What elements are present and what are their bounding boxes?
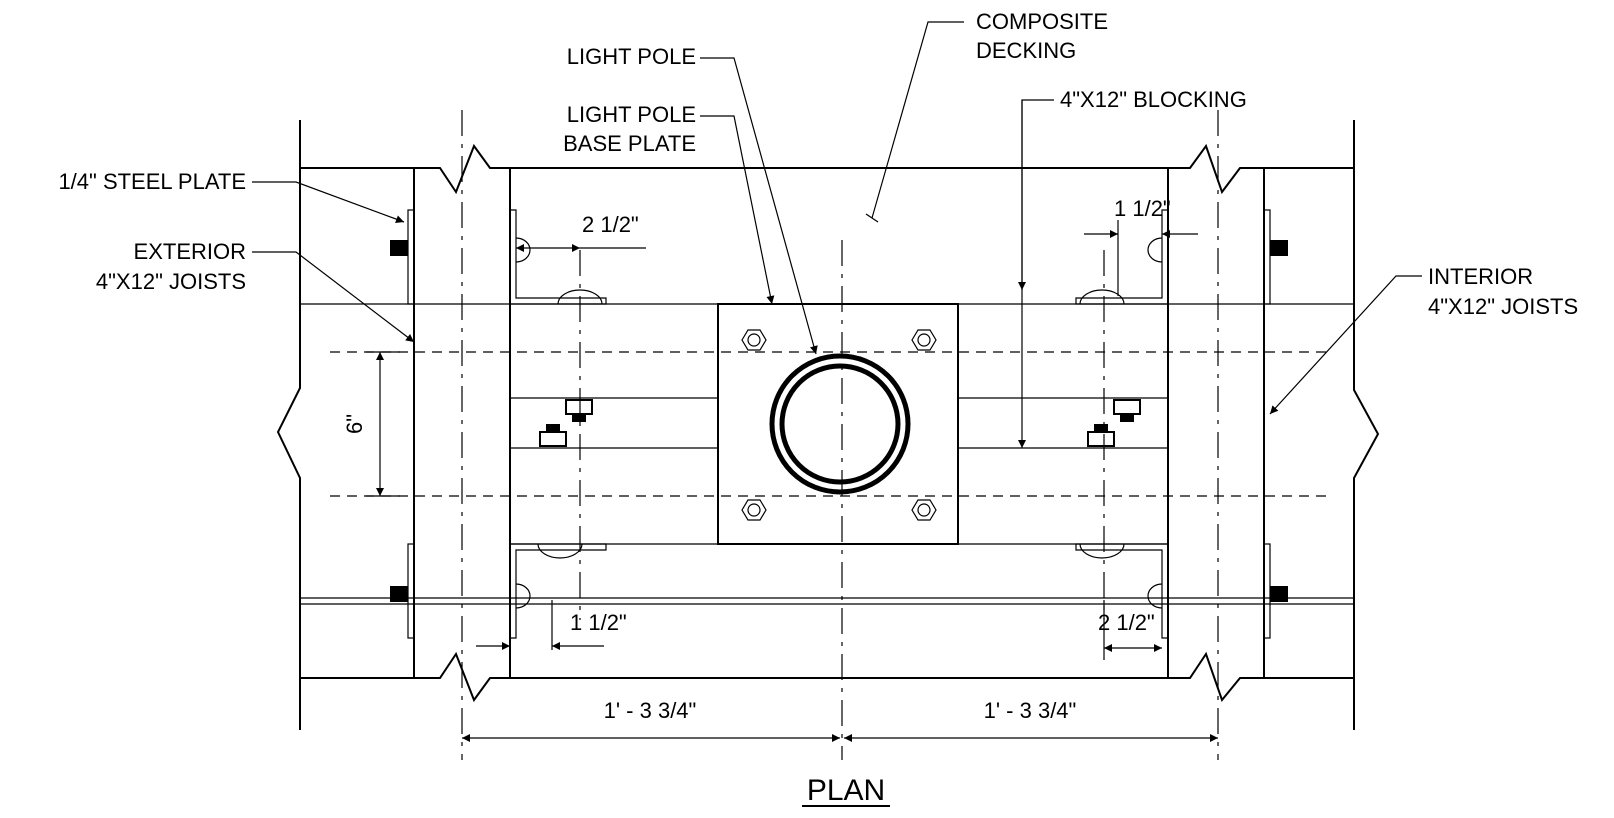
break-line-left [276,120,301,730]
composite-decking-label: COMPOSITE [976,9,1108,34]
dim-blocking-depth: 6" [342,414,367,434]
steel-plates [390,209,1288,639]
exterior-joists-label: EXTERIOR [134,239,246,264]
bottom-beam-line [300,651,1354,703]
anchor-bolt-icon [741,329,937,521]
interior-joists-label-2: 4"X12" JOISTS [1428,294,1578,319]
interior-joist-right [1167,168,1265,678]
dim-bottom-right: 2 1/2" [1098,610,1155,635]
break-line-right [1353,120,1380,730]
interior-joists-label: INTERIOR [1428,264,1533,289]
dim-top-right: 1 1/2" [1114,196,1171,221]
framing-lines [300,303,1354,605]
light-pole-label: LIGHT POLE [567,44,696,69]
light-pole [769,353,911,495]
base-plate [717,303,959,545]
base-plate-label: LIGHT POLE [567,102,696,127]
exterior-joists-label-2: 4"X12" JOISTS [96,269,246,294]
blocking-label: 4"X12" BLOCKING [1060,87,1247,112]
composite-decking-label-2: DECKING [976,38,1076,63]
steel-plate-label: 1/4" STEEL PLATE [58,169,246,194]
top-beam-line [300,143,1354,195]
steel-angles [510,209,1168,639]
plan-title: PLAN [807,774,885,807]
dimension-lines [366,220,1218,742]
blocking-hidden-lines [330,351,1330,497]
blocking-bolt-icon [539,399,1141,447]
center-lines [461,110,1219,760]
through-bolt-icon [390,240,1288,602]
dim-left-span: 1' - 3 3/4" [604,698,697,723]
dim-top-left: 2 1/2" [582,212,639,237]
base-plate-label-2: BASE PLATE [563,131,696,156]
dim-bottom-left: 1 1/2" [570,610,627,635]
dim-right-span: 1' - 3 3/4" [984,698,1077,723]
leaders [252,21,1422,448]
